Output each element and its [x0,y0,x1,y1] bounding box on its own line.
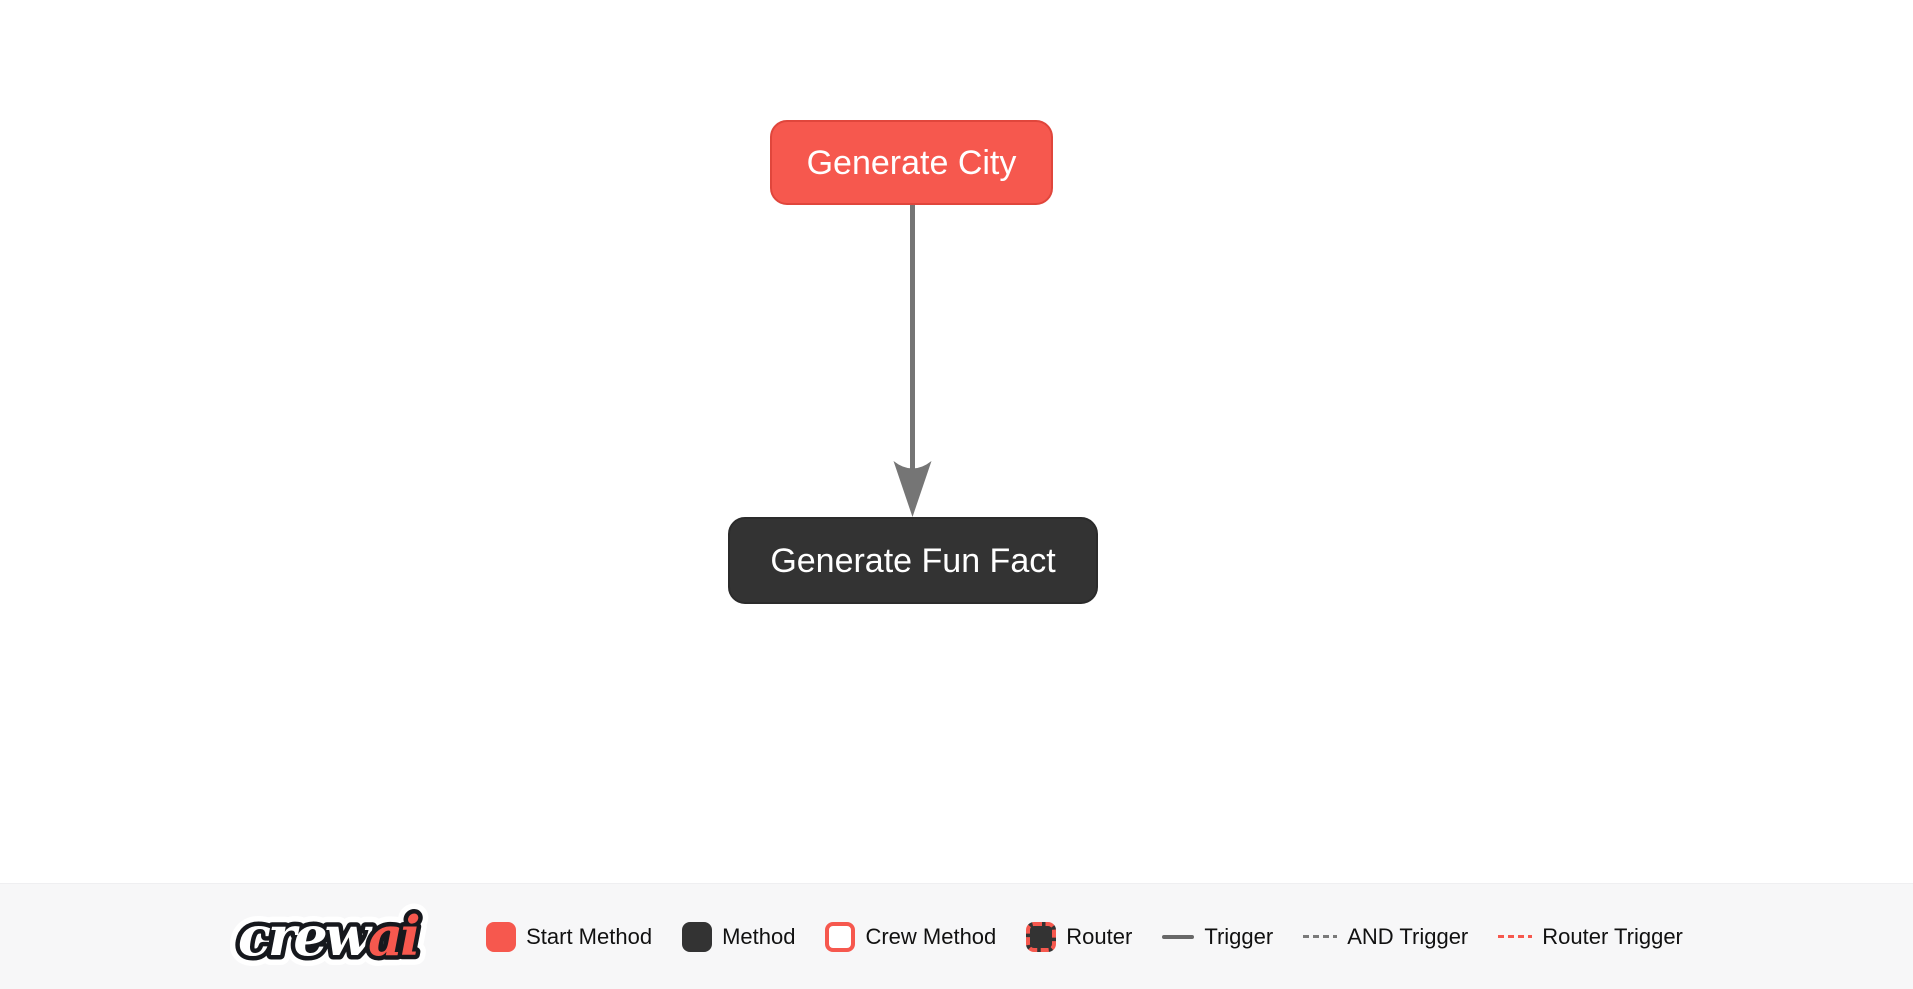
crew-method-swatch-icon [825,921,856,952]
logo-glow: crewai [238,904,419,968]
flow-canvas[interactable]: Generate City Generate Fun Fact [0,0,1913,883]
trigger-arrowhead-icon [893,461,932,517]
legend-bar: crewai crewai Start Method Method Crew M… [0,883,1913,989]
legend-label-trigger: Trigger [1204,923,1274,949]
logo-text: crewai [238,904,419,968]
legend-label-router-trigger: Router Trigger [1542,923,1683,949]
legend-label-start-method: Start Method [526,923,653,949]
crewai-logo: crewai crewai [230,897,448,977]
trigger-line-icon [1162,934,1195,939]
crewai-logo-icon: crewai crewai [230,897,432,977]
and-trigger-line-icon [1303,935,1338,938]
legend-item-start-method: Start Method [486,921,653,952]
legend-label-crew-method: Crew Method [865,923,997,949]
legend-item-method: Method [682,921,796,952]
legend-item-crew-method: Crew Method [825,921,997,952]
router-trigger-line-icon [1498,935,1533,938]
edge-layer [893,205,932,517]
logo-text-crew: crew [238,904,374,968]
method-swatch-icon [682,921,713,952]
legend-label-router: Router [1066,923,1133,949]
start-method-swatch-icon [486,921,517,952]
legend-item-router: Router [1026,921,1133,952]
logo-text-ai: ai [368,904,419,968]
legend-item-trigger: Trigger [1162,924,1273,950]
legend-label-method: Method [722,923,796,949]
node-generate-fun-fact[interactable]: Generate Fun Fact [728,517,1098,604]
legend-item-and-trigger: AND Trigger [1303,924,1468,950]
node-generate-city[interactable]: Generate City [770,120,1053,205]
legend-label-and-trigger: AND Trigger [1347,923,1469,949]
legend-item-router-trigger: Router Trigger [1498,924,1683,950]
router-swatch-icon [1026,921,1057,952]
